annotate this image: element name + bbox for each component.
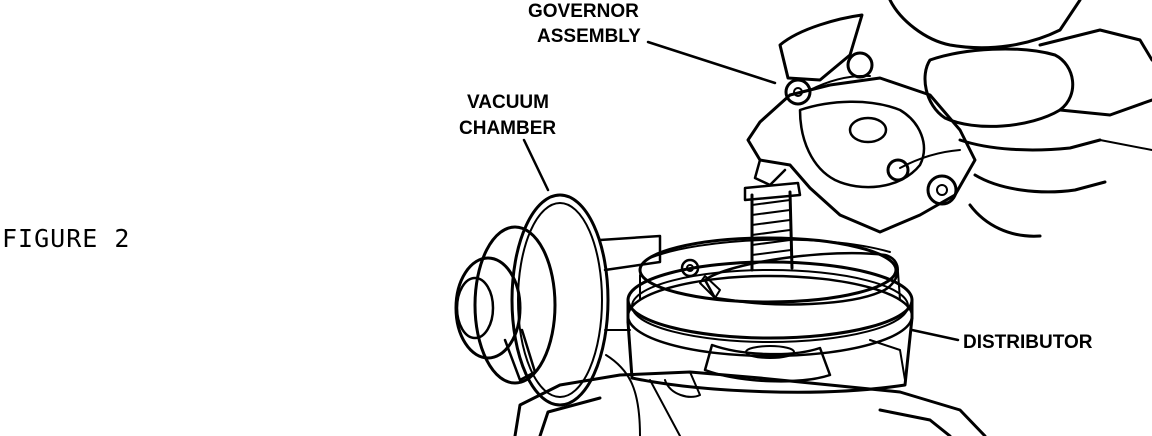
- label-vacuum-line1: VACUUM: [467, 92, 549, 113]
- vacuum-chamber: [454, 193, 662, 436]
- label-governor-line2: ASSEMBLY: [537, 26, 641, 47]
- vacuum-leader-line: [522, 138, 550, 192]
- distributor-base: [513, 370, 987, 436]
- label-distributor: DISTRIBUTOR: [963, 332, 1093, 353]
- hand: [888, 0, 1152, 238]
- distributor-housing: [626, 316, 914, 394]
- label-vacuum-line2: CHAMBER: [459, 118, 556, 139]
- illustration-drawing: [454, 0, 1152, 436]
- leader-lines: [522, 40, 960, 342]
- distributor-shaft: [743, 181, 802, 272]
- distributor-top-ring: [626, 236, 914, 358]
- figure-caption: FIGURE 2: [2, 224, 131, 253]
- label-governor-line1: GOVERNOR: [528, 1, 639, 22]
- governor-assembly: [746, 13, 977, 234]
- governor-leader-line: [646, 40, 777, 85]
- rotor: [680, 251, 899, 306]
- distributor-leader-line: [910, 328, 960, 342]
